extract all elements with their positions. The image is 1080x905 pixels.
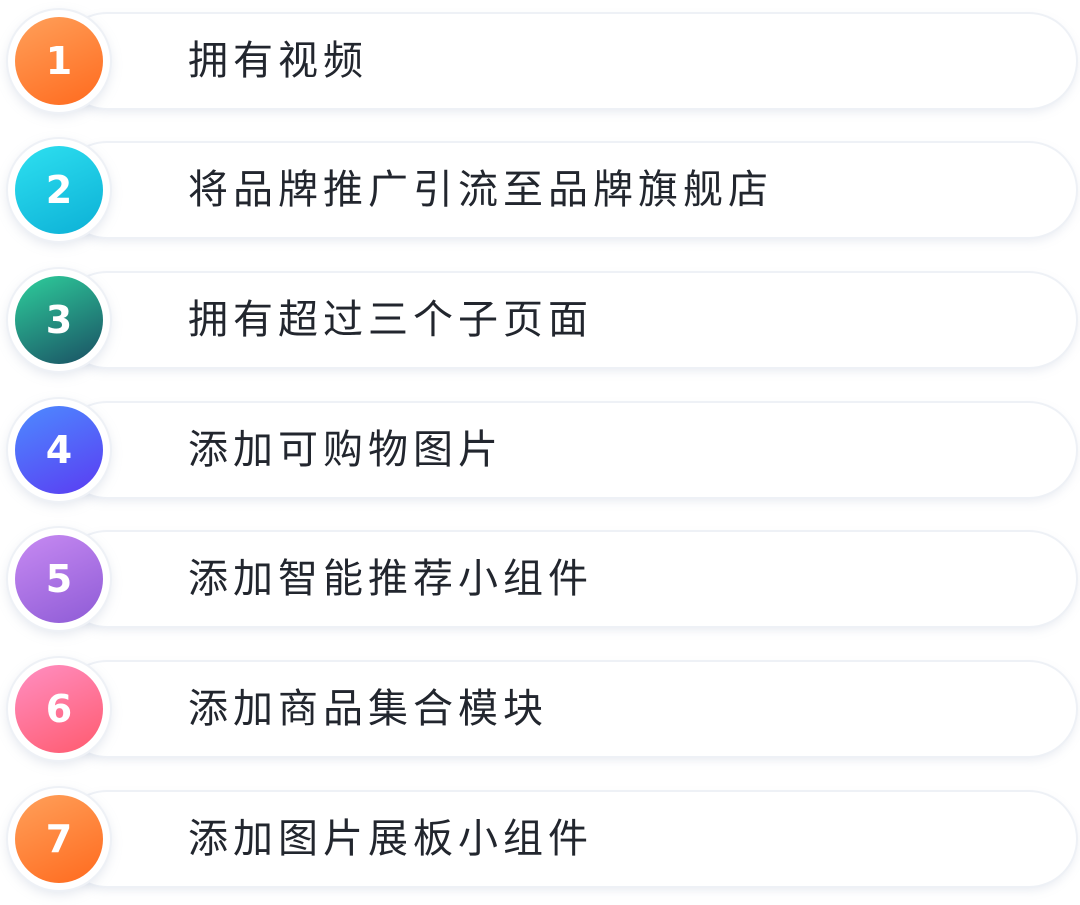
item-label: 拥有视频: [188, 38, 368, 84]
item-label: 添加智能推荐小组件: [188, 556, 593, 602]
list-item-7: 7 添加图片展板小组件: [8, 788, 1076, 890]
item-pill: [60, 143, 1076, 237]
number-badge: 1: [15, 17, 103, 105]
number-badge: 5: [15, 535, 103, 623]
item-pill: [60, 662, 1076, 756]
number-badge: 3: [15, 276, 103, 364]
item-pill: [60, 403, 1076, 497]
number-badge: 6: [15, 665, 103, 753]
item-label: 添加可购物图片: [188, 427, 503, 473]
number-badge-ring: 3: [8, 269, 110, 371]
item-label: 添加图片展板小组件: [188, 816, 593, 862]
list-item-5: 5 添加智能推荐小组件: [8, 528, 1076, 630]
list-item-4: 4 添加可购物图片: [8, 399, 1076, 501]
list-item-2: 2 将品牌推广引流至品牌旗舰店: [8, 139, 1076, 241]
list-item-6: 6 添加商品集合模块: [8, 658, 1076, 760]
number-badge-ring: 6: [8, 658, 110, 760]
number-badge-ring: 5: [8, 528, 110, 630]
item-pill: [60, 14, 1076, 108]
item-pill: [60, 532, 1076, 626]
item-label: 将品牌推广引流至品牌旗舰店: [188, 167, 773, 213]
number-badge: 4: [15, 406, 103, 494]
item-pill: [60, 273, 1076, 367]
number-badge: 7: [15, 795, 103, 883]
number-badge-ring: 4: [8, 399, 110, 501]
list-item-3: 3 拥有超过三个子页面: [8, 269, 1076, 371]
item-label: 拥有超过三个子页面: [188, 297, 593, 343]
list-item-1: 1 拥有视频: [8, 10, 1076, 112]
number-badge-ring: 7: [8, 788, 110, 890]
number-badge: 2: [15, 146, 103, 234]
number-badge-ring: 1: [8, 10, 110, 112]
item-pill: [60, 792, 1076, 886]
number-badge-ring: 2: [8, 139, 110, 241]
item-label: 添加商品集合模块: [188, 686, 548, 732]
